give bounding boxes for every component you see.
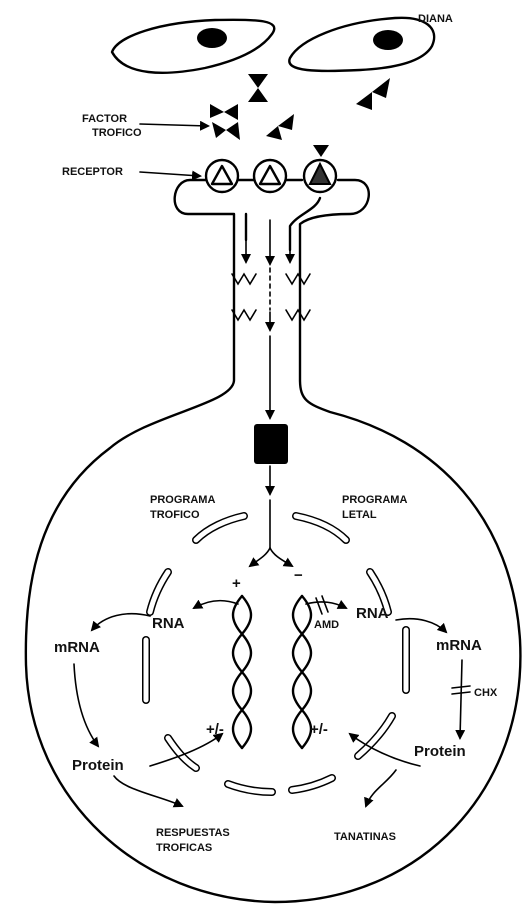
trophic-factor-molecules bbox=[210, 74, 390, 157]
factor-molecule bbox=[248, 74, 268, 102]
label-rna-left: RNA bbox=[152, 615, 185, 632]
label-protein-right: Protein bbox=[414, 743, 466, 760]
label-programa-trofico-2: TROFICO bbox=[150, 509, 200, 521]
label-minus: − bbox=[294, 567, 303, 584]
label-tanatinas: TANATINAS bbox=[334, 831, 396, 843]
label-factor-trofico-1: FACTOR bbox=[82, 113, 127, 125]
label-chx: CHX bbox=[474, 687, 498, 699]
signal-transducer-box bbox=[254, 424, 288, 464]
dna-helix-right bbox=[293, 596, 311, 748]
label-rna-right: RNA bbox=[356, 605, 389, 622]
factor-molecule bbox=[356, 78, 390, 110]
target-cell-left bbox=[112, 20, 274, 73]
label-plus: + bbox=[232, 575, 241, 592]
label-factor-trofico-2: TROFICO bbox=[92, 127, 142, 139]
dna-helix-left bbox=[233, 596, 251, 748]
label-programa-trofico-1: PROGRAMA bbox=[150, 494, 215, 506]
label-receptor: RECEPTOR bbox=[62, 166, 123, 178]
label-amd: AMD bbox=[314, 619, 339, 631]
target-cell-right bbox=[289, 18, 434, 71]
receptor-group bbox=[206, 160, 336, 192]
label-programa-letal-2: LETAL bbox=[342, 509, 377, 521]
label-diana: DIANA bbox=[418, 13, 453, 25]
label-programa-letal-1: PROGRAMA bbox=[342, 494, 407, 506]
factor-molecule bbox=[313, 145, 329, 157]
label-respuestas-1: RESPUESTAS bbox=[156, 827, 230, 839]
label-mrna-left: mRNA bbox=[54, 639, 100, 656]
label-pm-left: +/- bbox=[206, 721, 224, 738]
label-protein-left: Protein bbox=[72, 757, 124, 774]
label-pm-right: +/- bbox=[310, 721, 328, 738]
factor-molecule bbox=[210, 104, 238, 120]
label-mrna-right: mRNA bbox=[436, 637, 482, 654]
factor-molecule bbox=[266, 114, 294, 140]
nuclear-envelope bbox=[146, 516, 406, 792]
factor-pointer-arrow bbox=[140, 124, 208, 126]
factor-molecule bbox=[212, 122, 240, 140]
signal-arrows bbox=[232, 220, 310, 418]
receptor-pointer-arrow bbox=[140, 172, 200, 176]
label-respuestas-2: TROFICAS bbox=[156, 842, 212, 854]
